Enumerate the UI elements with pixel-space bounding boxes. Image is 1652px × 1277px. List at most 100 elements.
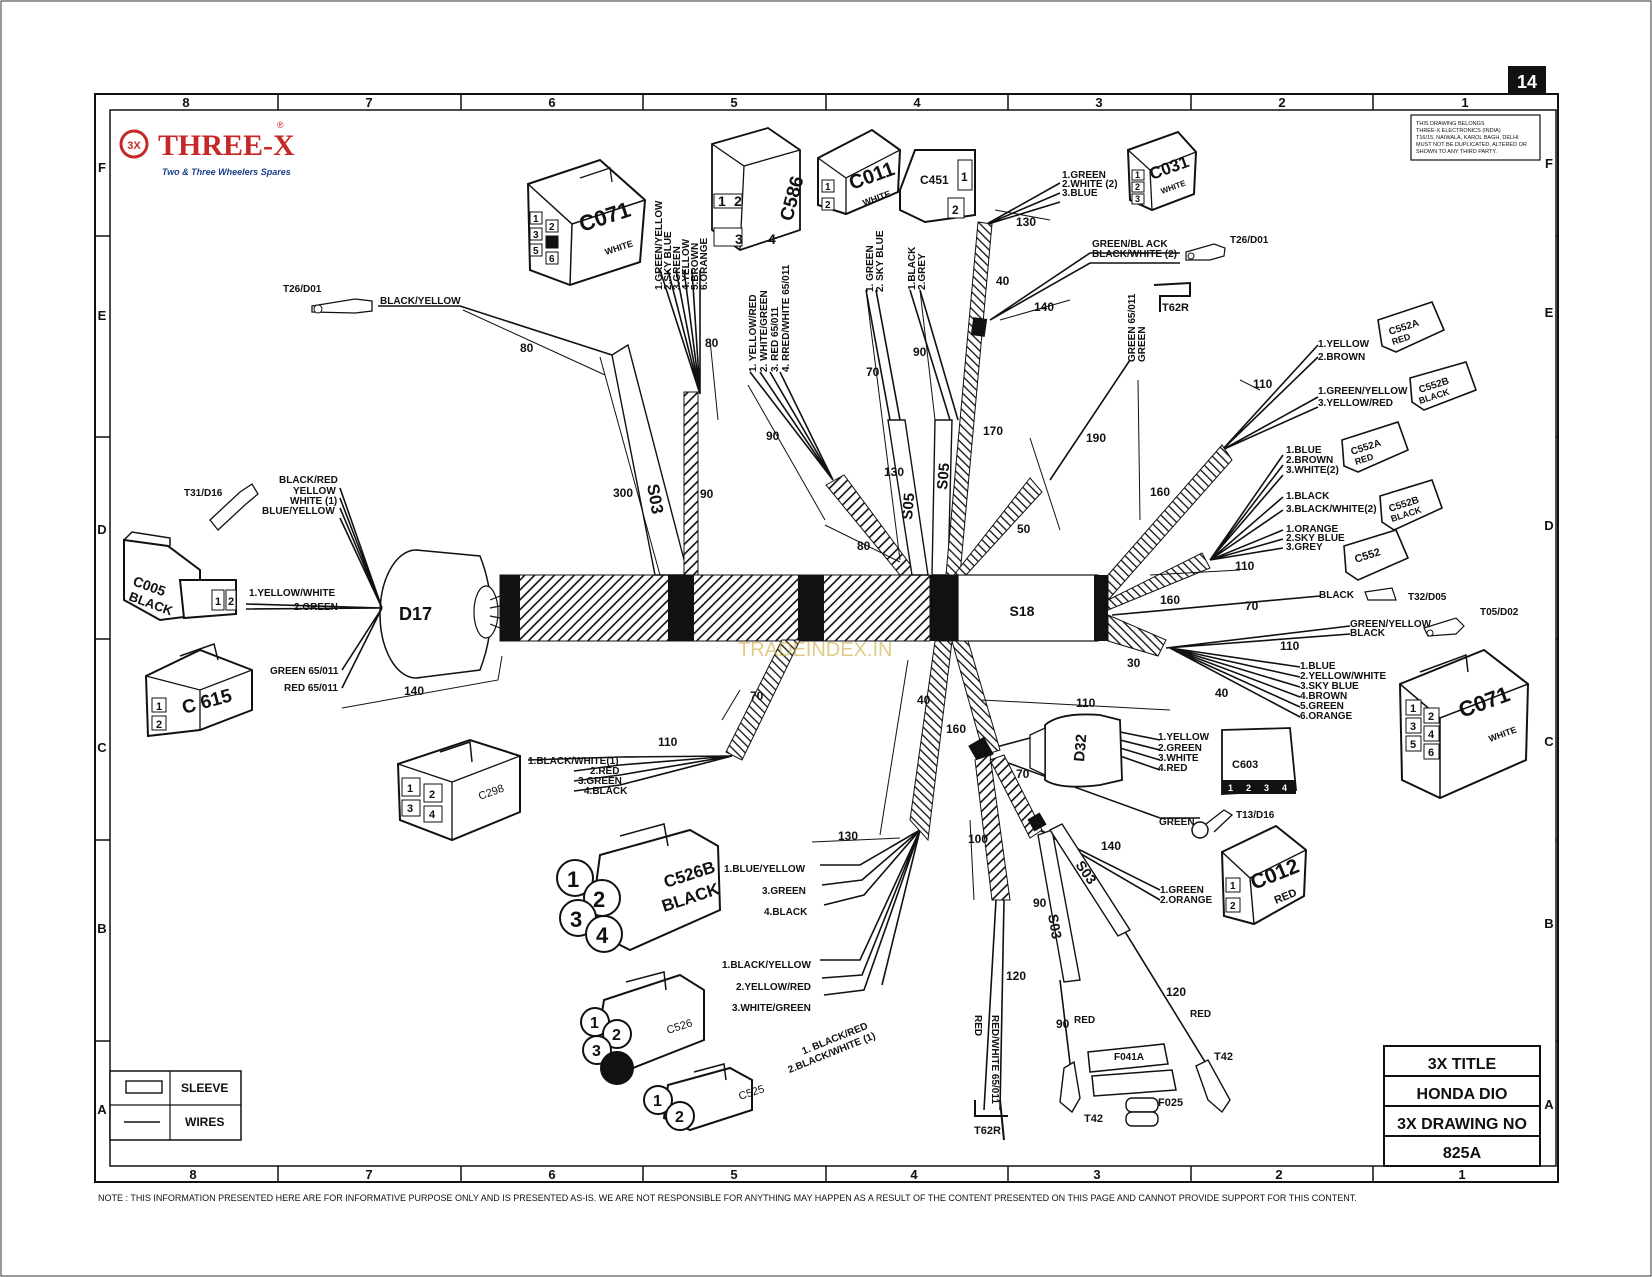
wire-label: 3.BLUE (1062, 188, 1098, 199)
pin-label: 4 (768, 231, 776, 247)
wire-label: 5.GREEN (1300, 701, 1344, 712)
wire-label: 1.YELLOW/WHITE (249, 588, 335, 599)
wire-label: 2.RED (590, 766, 619, 777)
wire-label: 2.BROWN (1286, 455, 1333, 466)
wire-label: RED (972, 1015, 983, 1036)
pin-label: 3 (1264, 783, 1269, 793)
row-label-e-right: E (1545, 305, 1554, 320)
wire-label: GREEN 65/011 (1127, 293, 1138, 362)
length-label: 140 (404, 684, 424, 698)
title-block: 3X TITLE HONDA DIO 3X DRAWING NO 825A (1383, 1045, 1541, 1167)
pin-label: 2 (734, 193, 742, 209)
ownership-line-2: THREE-X ELECTRONICS (INDIA) (1416, 128, 1501, 134)
pin-label: 1 (1228, 783, 1233, 793)
pin-label: 3 (735, 231, 743, 247)
pin-label: 2 (675, 1109, 684, 1126)
pin-label: 5 (533, 246, 539, 257)
col-label-8-bottom: 8 (189, 1167, 196, 1182)
length-label: 160 (1150, 485, 1170, 499)
col-label-3: 3 (1095, 95, 1102, 110)
connector-c011: 1 2 C011 WHITE (817, 128, 902, 216)
wire-labels: BLACK/YELLOW 1.GREEN/YELLOW 2.SKY BLUE 3… (249, 170, 1432, 1104)
length-label: 80 (520, 341, 534, 355)
terminal-t62r-top: T62R (1153, 281, 1191, 314)
connector-c526: 1 2 3 C526 (580, 971, 705, 1085)
wire-label: BLACK (1350, 628, 1386, 639)
wire-label: BLACK/RED (279, 475, 338, 486)
length-labels: 80 300 90 80 90 80 70 130 90 170 40 130 … (404, 215, 1300, 1031)
length-label: 30 (1127, 656, 1141, 670)
pin-label: 2 (593, 887, 605, 912)
connector-c012: 1 2 C012 RED (1220, 824, 1308, 926)
pin-label: 2 (156, 719, 162, 731)
wire-label: 1. GREEN (865, 245, 876, 292)
pin-label: 1 (590, 1015, 599, 1032)
terminal-label: T13/D16 (1236, 810, 1275, 821)
wire-label: 2.YELLOW/RED (736, 982, 811, 993)
wire-label: BLACK (1319, 590, 1355, 601)
col-label-2-bottom: 2 (1275, 1167, 1282, 1182)
wire-label: 2.GREEN (294, 602, 338, 613)
pin-label: 1 (653, 1093, 662, 1110)
pin-label: 2 (1135, 182, 1140, 192)
row-label-d-right: D (1544, 518, 1553, 533)
ownership-line-3: T16/15, NAIWALA, KAROL BAGH, DELHI (1416, 135, 1519, 141)
length-label: 190 (1086, 431, 1106, 445)
length-label: 70 (750, 689, 764, 703)
length-label: 140 (1034, 300, 1054, 314)
title-block-model: HONDA DIO (1417, 1086, 1508, 1103)
pin-label: 1 (215, 596, 221, 608)
wire-label: 1.GREEN (1160, 885, 1204, 896)
length-label: 90 (766, 429, 780, 443)
ownership-line-4: MUST NOT BE DUPLICATED, ALTERED OR (1416, 142, 1527, 148)
wire-label: 4.BROWN (1300, 691, 1347, 702)
pin-label: 4 (429, 809, 436, 821)
terminal-label: T26/D01 (1230, 235, 1269, 246)
pin-label: 3 (592, 1043, 601, 1060)
connector-label: C603 (1232, 759, 1258, 771)
brand-logo: 3X THREE-X ® Two & Three Wheelers Spares (119, 120, 295, 177)
wire-label: 3.GREEN (578, 776, 622, 787)
wire-label: 2.GREY (917, 253, 928, 290)
length-label: 160 (1160, 593, 1180, 607)
col-label-5-bottom: 5 (730, 1167, 737, 1182)
fuse-label: F025 (1158, 1097, 1183, 1109)
wire-label: 6.ORANGE (1300, 711, 1353, 722)
pin-label: 1 (1135, 170, 1140, 180)
sleeve-label-s03-bottom-a: S03 (1045, 913, 1065, 941)
wire-label: 2.BROWN (1318, 352, 1365, 363)
terminal-t42-right: T42 (1195, 1051, 1233, 1114)
sleeve-symbol (125, 1080, 163, 1094)
sleeve-label-s05-a: S05 (899, 492, 918, 520)
wire-label: 2.YELLOW/WHITE (1300, 671, 1386, 682)
pin-label: 2 (429, 789, 435, 801)
wire-label: RED (1074, 1015, 1095, 1026)
length-label: 130 (884, 465, 904, 479)
title-block-title: 3X TITLE (1428, 1056, 1497, 1073)
col-label-6-bottom: 6 (548, 1167, 555, 1182)
wire-label: 1.YELLOW (1318, 339, 1370, 350)
terminal-t32: T32/D05 (1364, 587, 1447, 603)
connector-c451: 1 2 C451 (899, 149, 976, 224)
pin-label: 2 (228, 596, 234, 608)
pin-label: 2 (1230, 901, 1236, 912)
footer-note: NOTE : THIS INFORMATION PRESENTED HERE A… (98, 1193, 1357, 1203)
sleeve-s18-label: S18 (1010, 603, 1035, 619)
connector-c071-right: 1 2 3 4 5 6 C071 WHITE (1398, 648, 1530, 800)
connector-c298: 1 2 3 4 C298 (396, 738, 521, 842)
length-label: 110 (1235, 559, 1255, 573)
connector-c586: 1 2 3 4 C586 (711, 127, 809, 251)
watermark: TRADEINDEX.IN (738, 639, 892, 661)
wire-label: BLUE/YELLOW (262, 506, 335, 517)
col-label-7: 7 (365, 95, 372, 110)
length-label: 90 (1033, 896, 1047, 910)
connector-c615: 1 2 C 615 (144, 643, 253, 738)
length-label: 80 (705, 336, 719, 350)
terminal-t42-left: T42 (1059, 1060, 1103, 1125)
length-label: 120 (1166, 985, 1186, 999)
wire-label: 2.SKY BLUE (663, 231, 674, 290)
wire-label: 1.YELLOW (1158, 732, 1210, 743)
brand-tagline: Two & Three Wheelers Spares (162, 167, 291, 177)
col-label-7-bottom: 7 (365, 1167, 372, 1182)
